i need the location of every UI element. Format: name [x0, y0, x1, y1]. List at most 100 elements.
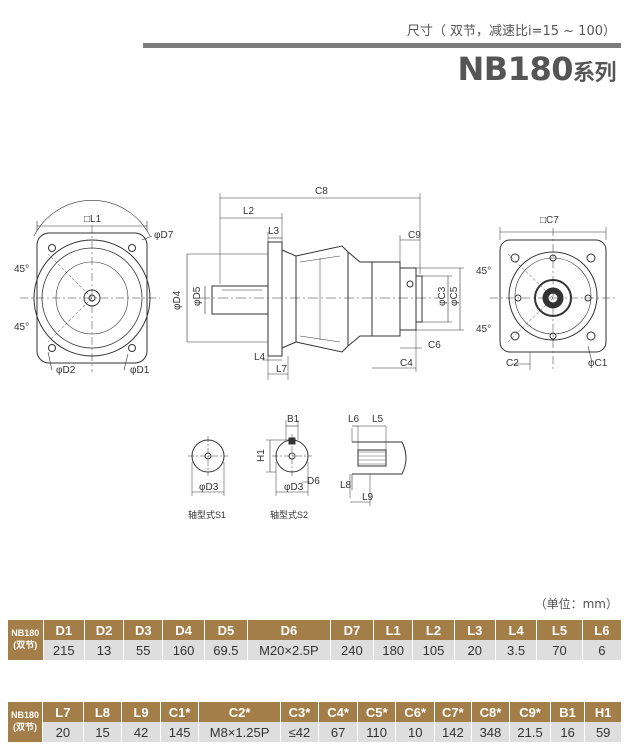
gearbox-side-view — [186, 193, 464, 380]
header-cell: C1* — [160, 702, 200, 722]
spec-table-1-header-row: NB180(双节) D1 D2 D3 D4 D5 D6 D7 L1 L2 L3 … — [8, 620, 623, 660]
header-cell: L8 — [83, 702, 123, 722]
shaft-type-s2-view — [266, 420, 312, 496]
spec-table-2: NB180(双节) L7 L8 L9 C1* C2* C3* C4* C5* C… — [8, 702, 622, 742]
value-cell: 15 — [83, 722, 123, 742]
value-cell: 180 — [373, 640, 414, 660]
header-cell: L7 — [42, 702, 84, 722]
label-45-bottom: 45° — [14, 322, 29, 333]
spec-table-1: NB180(双节) D1 D2 D3 D4 D5 D6 D7 L1 L2 L3 … — [8, 620, 623, 660]
label-s2-d3: φD3 — [284, 482, 304, 493]
value-cell: 16 — [550, 722, 586, 742]
label-c6: C6 — [428, 340, 441, 351]
label-l8: L8 — [340, 480, 352, 491]
value-cell: ≤42 — [280, 722, 320, 742]
output-flange-view — [490, 227, 616, 372]
value-cell: 13 — [84, 640, 125, 660]
label-45-right-top: 45° — [476, 266, 491, 277]
header-cell: L4 — [495, 620, 538, 640]
header-cell: C7* — [434, 702, 472, 722]
value-cell: 21.5 — [509, 722, 551, 742]
label-d6: D6 — [307, 476, 320, 487]
header-cell: L1 — [373, 620, 414, 640]
value-cell: M8×1.25P — [198, 722, 281, 742]
label-l3: L3 — [268, 226, 280, 237]
value-cell: M20×2.5P — [247, 640, 331, 660]
label-b1: B1 — [287, 414, 300, 425]
value-cell: 348 — [471, 722, 511, 742]
label-45-top: 45° — [14, 264, 29, 275]
value-cell: 70 — [536, 640, 583, 660]
input-flange-view — [20, 200, 160, 372]
label-l5: L5 — [372, 414, 384, 425]
header-cell: C9* — [509, 702, 551, 722]
label-d7: φD7 — [154, 230, 174, 241]
header-cell: L6 — [582, 620, 623, 640]
header-cell: H1 — [584, 702, 622, 722]
value-cell: 59 — [584, 722, 622, 742]
value-cell: 55 — [123, 640, 164, 660]
label-c3: φC3 — [437, 286, 448, 306]
value-cell: 240 — [330, 640, 375, 660]
header-cell: D4 — [162, 620, 205, 640]
model-note: (双节) — [13, 640, 38, 650]
value-cell: 145 — [160, 722, 200, 742]
spec-table-2-model: NB180(双节) — [8, 702, 44, 742]
value-cell: 42 — [121, 722, 161, 742]
value-cell: 20 — [454, 640, 496, 660]
label-l9: L9 — [362, 492, 374, 503]
value-cell: 105 — [412, 640, 455, 660]
header-cell: C3* — [280, 702, 320, 722]
label-c8: C8 — [315, 186, 328, 197]
header-cell: C2* — [198, 702, 281, 722]
label-45-right-bottom: 45° — [476, 324, 491, 335]
header-cell: L3 — [454, 620, 496, 640]
technical-drawing: □L1 φD7 45° 45° φD2 φD1 — [14, 186, 616, 520]
dimension-subtitle: 尺寸（ 双节，减速比i=15 ~ 100） — [406, 24, 616, 39]
label-l4: L4 — [254, 352, 266, 363]
label-c2: C2 — [506, 358, 519, 369]
header-cell: D1 — [43, 620, 85, 640]
value-cell: 69.5 — [204, 640, 249, 660]
label-d4: φD4 — [172, 290, 183, 310]
label-d1: φD1 — [130, 365, 150, 376]
label-l6: L6 — [348, 414, 360, 425]
value-cell: 67 — [318, 722, 358, 742]
header-cell: B1 — [550, 702, 586, 722]
header-cell: D6 — [247, 620, 331, 640]
header-cell: D2 — [84, 620, 125, 640]
unit-label: （单位：mm） — [534, 597, 618, 611]
label-s1-d3: φD3 — [199, 482, 219, 493]
label-c7: □C7 — [540, 215, 559, 226]
label-c5: φC5 — [449, 286, 460, 306]
header-cell: C8* — [471, 702, 511, 722]
model-note: (双节) — [13, 722, 38, 732]
series-suffix: 系列 — [572, 61, 617, 86]
label-c1: φC1 — [588, 358, 608, 369]
model-line: NB180 — [11, 710, 40, 721]
header-cell: D5 — [204, 620, 249, 640]
value-cell: 10 — [395, 722, 436, 742]
shaft-key-section-view — [349, 425, 407, 506]
header-cell: L9 — [121, 702, 161, 722]
model-name: NB180 — [457, 50, 574, 88]
label-shaft-s1: 轴型式S1 — [188, 509, 226, 520]
label-l2: L2 — [243, 206, 255, 217]
header-rule — [143, 43, 621, 48]
shaft-type-s1-view — [188, 436, 228, 496]
label-shaft-s2: 轴型式S2 — [270, 509, 308, 520]
value-cell: 110 — [357, 722, 397, 742]
header-cell: C4* — [318, 702, 358, 722]
header-cell: D3 — [123, 620, 164, 640]
value-cell: 3.5 — [495, 640, 538, 660]
spec-table-2-value-row: 20 15 42 145 M8×1.25P ≤42 67 110 10 142 … — [8, 722, 622, 742]
header-cell: C6* — [395, 702, 436, 722]
model-line: NB180 — [11, 628, 40, 639]
header-cell: C5* — [357, 702, 397, 722]
value-cell: 6 — [582, 640, 623, 660]
value-cell: 20 — [42, 722, 84, 742]
label-d5: φD5 — [192, 286, 203, 306]
value-cell: 142 — [434, 722, 472, 742]
label-l1: □L1 — [84, 214, 102, 225]
label-l7: L7 — [276, 364, 288, 375]
